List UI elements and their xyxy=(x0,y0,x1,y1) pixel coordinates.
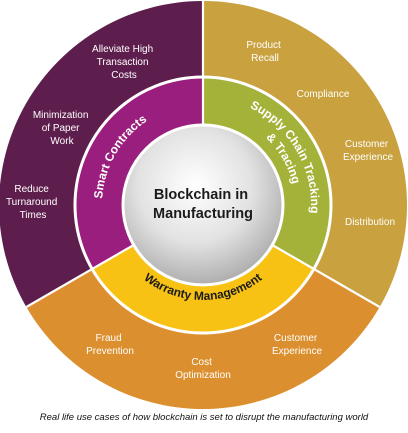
caption: Real life use cases of how blockchain is… xyxy=(39,412,369,423)
item-line: Optimization xyxy=(175,370,231,381)
item-line: Experience xyxy=(272,346,322,357)
center-title-line-1: Blockchain in xyxy=(154,187,248,203)
separator-line xyxy=(25,244,135,308)
item-line: Product xyxy=(246,40,281,51)
item-line: Alleviate High xyxy=(92,44,153,55)
center-disk xyxy=(121,123,285,287)
item-line: Costs xyxy=(111,70,137,81)
outer-item-customer-experience-warranty: Customer Experience xyxy=(272,333,322,357)
item-line: Fraud xyxy=(96,333,122,344)
center-title: Blockchain in Manufacturing xyxy=(153,187,253,222)
inner-segment-supply-chain xyxy=(203,77,331,269)
inner-segment-warranty xyxy=(92,245,314,333)
outer-item-customer-experience-supply: Customer Experience xyxy=(343,139,393,163)
outer-item-compliance: Compliance xyxy=(297,89,350,100)
outer-item-distribution: Distribution xyxy=(345,217,395,228)
item-line: Transaction xyxy=(97,57,149,68)
segment-separators xyxy=(25,1,381,308)
item-line: of Paper xyxy=(42,123,80,134)
item-line: Minimization xyxy=(33,110,89,121)
item-line: Turnaround xyxy=(6,197,57,208)
outer-item-reduce-turnaround: Reduce Turnaround Times xyxy=(6,184,60,221)
outer-item-minimization-paper-work: Minimization of Paper Work xyxy=(33,110,91,147)
item-line: Recall xyxy=(251,53,279,64)
outer-item-alleviate-costs: Alleviate High Transaction Costs xyxy=(92,44,156,81)
outer-item-cost-optimization: Cost Optimization xyxy=(175,357,231,381)
outer-segment-smart-contracts xyxy=(0,1,203,307)
item-line: Distribution xyxy=(345,217,395,228)
center-title-line-2: Manufacturing xyxy=(153,206,253,222)
outer-item-fraud-prevention: Fraud Prevention xyxy=(86,333,134,357)
item-line: Cost xyxy=(191,357,212,368)
inner-ring-border xyxy=(73,75,333,335)
outer-segment-warranty xyxy=(26,269,380,409)
item-line: Prevention xyxy=(86,346,134,357)
item-line: Times xyxy=(20,210,47,221)
item-line: Compliance xyxy=(297,89,350,100)
item-line: Customer xyxy=(274,333,318,344)
item-line: Experience xyxy=(343,152,393,163)
separator-line xyxy=(271,244,381,308)
item-line: Customer xyxy=(345,139,389,150)
outer-segment-supply-chain xyxy=(203,1,407,307)
item-line: Reduce xyxy=(14,184,49,195)
inner-segment-smart-contracts xyxy=(75,77,203,269)
item-line: Work xyxy=(50,136,74,147)
outer-item-product-recall: Product Recall xyxy=(246,40,283,64)
